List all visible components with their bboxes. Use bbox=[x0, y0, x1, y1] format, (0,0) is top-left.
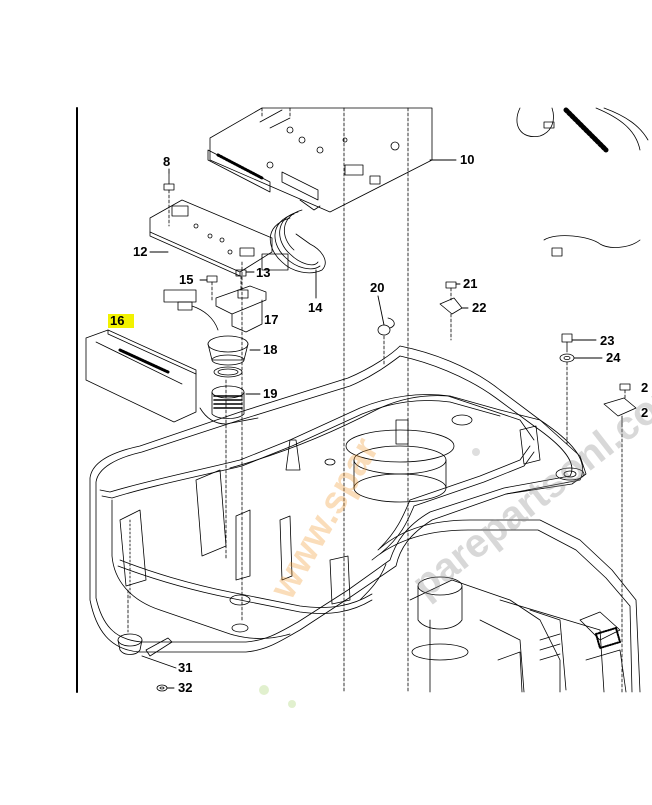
sensor-connector bbox=[163, 289, 219, 331]
part-label-26-partial: 2 bbox=[641, 405, 649, 420]
screw-23 bbox=[561, 333, 573, 353]
part-label-18: 18 bbox=[263, 342, 278, 357]
main-circuit-board bbox=[207, 107, 433, 213]
screw-8 bbox=[163, 172, 175, 227]
screw-right bbox=[603, 383, 637, 425]
part-label-10: 10 bbox=[460, 152, 475, 167]
ribbon-cable bbox=[261, 209, 326, 274]
sub-circuit-board bbox=[149, 199, 273, 277]
part-label-22: 22 bbox=[472, 300, 487, 315]
watermark-graphics bbox=[259, 448, 480, 708]
part-label-8: 8 bbox=[163, 154, 171, 169]
washer-32 bbox=[156, 684, 168, 692]
screw-21 bbox=[445, 281, 457, 301]
washer-24 bbox=[559, 353, 575, 445]
part-label-20: 20 bbox=[370, 280, 385, 295]
screw-15 bbox=[206, 275, 218, 301]
part-label-16-highlighted: 16 bbox=[108, 314, 135, 328]
switch-bracket bbox=[215, 285, 267, 333]
wire-harness bbox=[229, 395, 535, 601]
part-label-31: 31 bbox=[178, 660, 193, 675]
part-label-17: 17 bbox=[264, 312, 279, 327]
part-label-12: 12 bbox=[133, 244, 148, 259]
part-label-14: 14 bbox=[308, 300, 323, 315]
top-right-cables bbox=[516, 107, 649, 257]
part-label-32: 32 bbox=[178, 680, 193, 695]
part-label-19: 19 bbox=[263, 386, 278, 401]
bracket-22 bbox=[439, 297, 463, 341]
chassis-body bbox=[89, 345, 587, 653]
leader-lines bbox=[127, 107, 623, 693]
part-label-15: 15 bbox=[179, 272, 194, 287]
part-label-21: 21 bbox=[463, 276, 478, 291]
part-label-13: 13 bbox=[256, 265, 271, 280]
part-label-23: 23 bbox=[600, 333, 615, 348]
part-label-24: 24 bbox=[606, 350, 621, 365]
motor-coil bbox=[199, 385, 259, 425]
rubber-mount-31 bbox=[117, 633, 173, 657]
sensor-housing bbox=[207, 335, 249, 378]
label-leaders bbox=[141, 159, 603, 689]
part-label-25-partial: 2 bbox=[641, 380, 649, 395]
screw-13 bbox=[235, 269, 247, 291]
battery-pack bbox=[85, 329, 197, 423]
lower-body bbox=[371, 519, 641, 693]
